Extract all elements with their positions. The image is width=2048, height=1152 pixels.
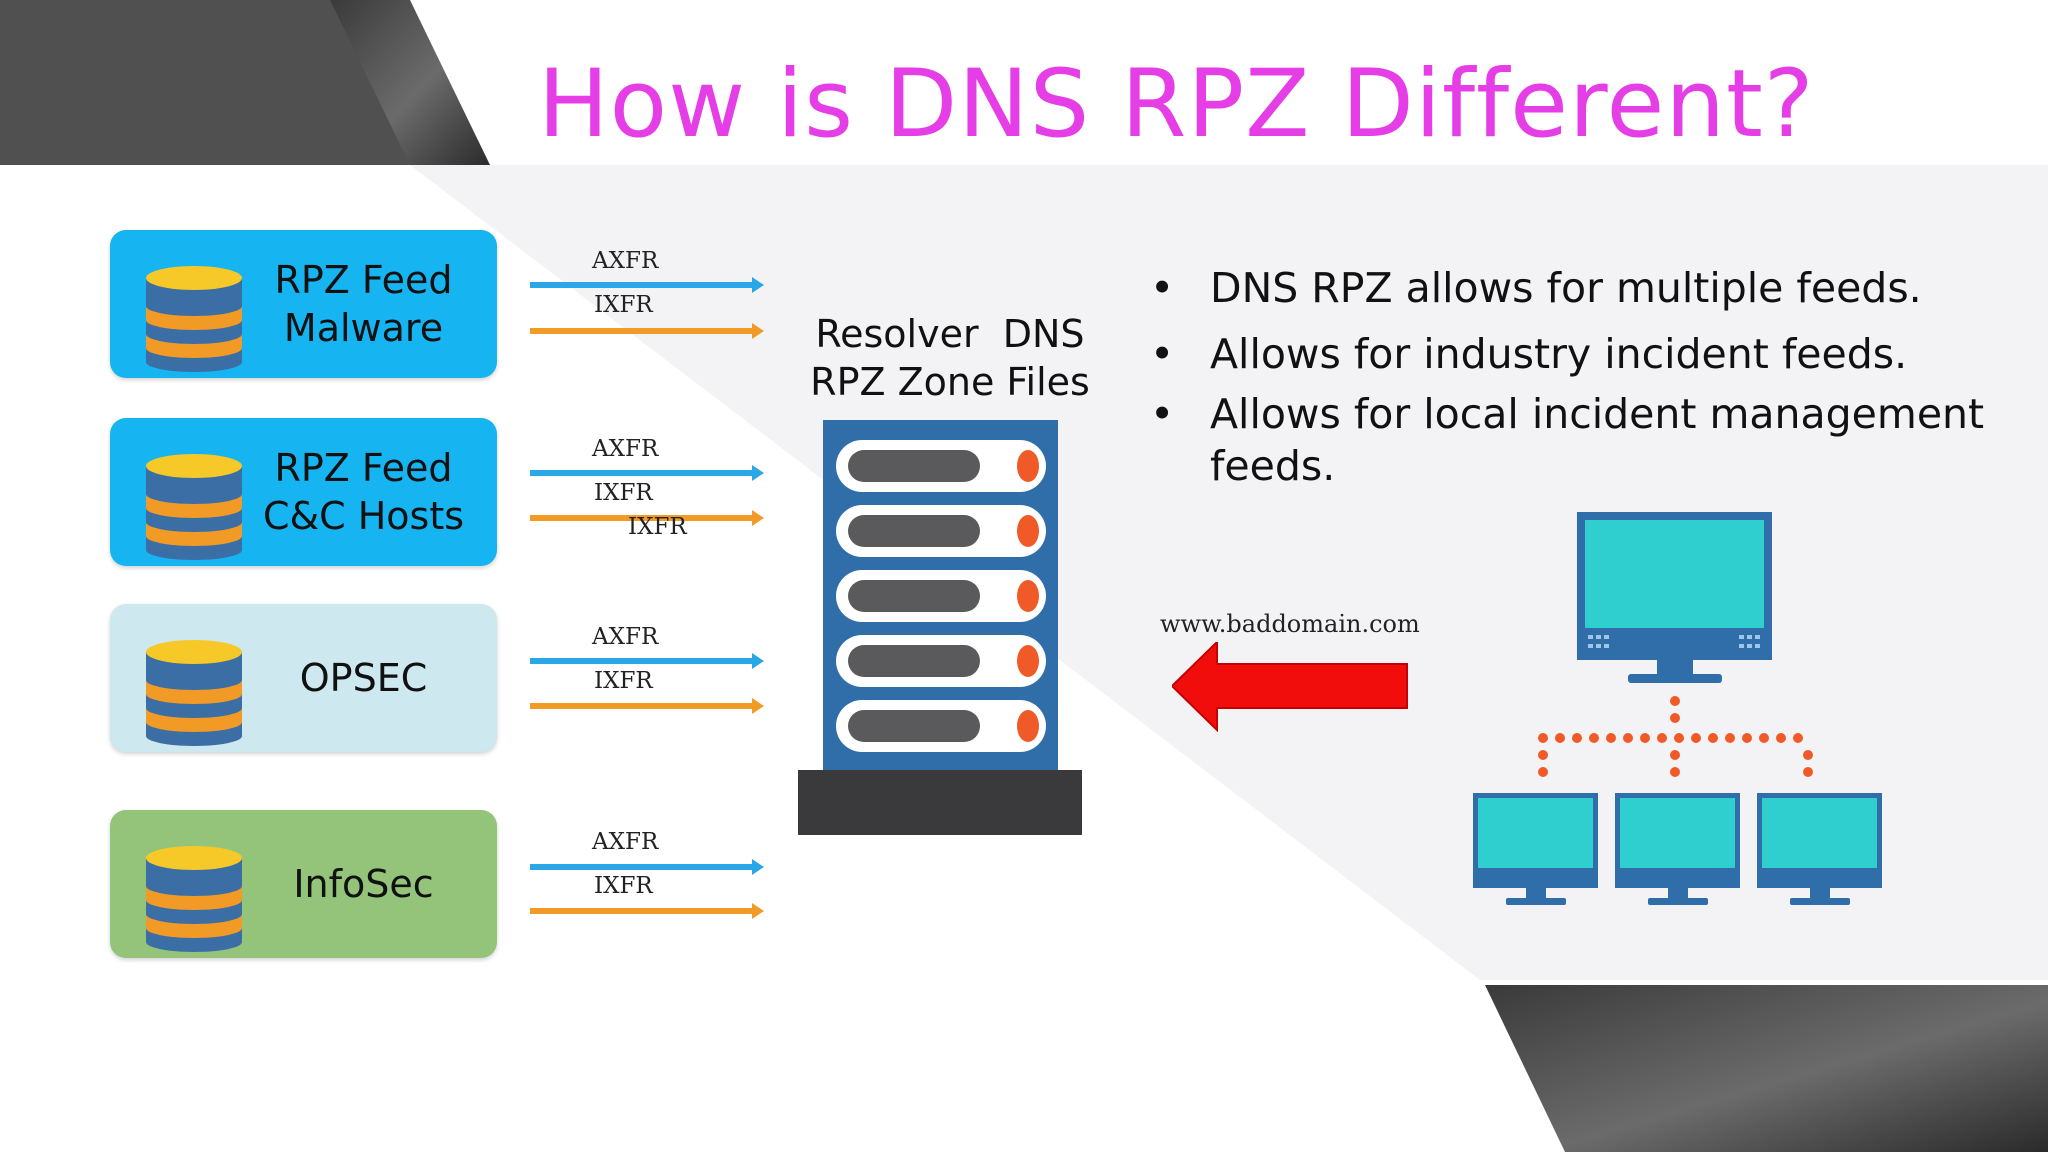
bullet-item: DNS RPZ allows for multiple feeds.	[1150, 262, 2048, 314]
database-icon	[146, 846, 242, 952]
ixfr-label: IXFR	[594, 668, 653, 694]
feed-box-opsec: OPSEC	[110, 604, 497, 752]
top-left-stripe	[330, 0, 490, 165]
axfr-label: AXFR	[592, 248, 659, 274]
resolver-label-line2: RPZ Zone Files	[810, 360, 1090, 404]
ixfr-label: IXFR	[594, 873, 653, 899]
server-unit	[836, 635, 1046, 687]
main-monitor-icon	[1577, 512, 1772, 683]
feed-label: RPZ Feed Malware	[274, 258, 453, 350]
axfr-label: AXFR	[592, 829, 659, 855]
server-base	[798, 770, 1082, 835]
bullet-list: DNS RPZ allows for multiple feeds. Allow…	[1150, 262, 2048, 492]
axfr-label: AXFR	[592, 624, 659, 650]
feed-box-infosec: InfoSec	[110, 810, 497, 958]
bottom-right-corner-block	[1485, 985, 2048, 1152]
query-domain-label: www.baddomain.com	[1160, 610, 1420, 638]
server-unit	[836, 440, 1046, 492]
network-links	[1538, 696, 1813, 777]
feed-box-rpz-malware: RPZ Feed Malware	[110, 230, 497, 378]
network-diagram	[1473, 512, 1882, 905]
resolver-label-line1: Resolver DNS	[815, 312, 1085, 356]
database-icon	[146, 266, 242, 372]
bullet-item: Allows for local incident management fee…	[1150, 388, 2048, 492]
client-monitor-icon	[1473, 793, 1598, 905]
query-arrow-icon	[1172, 642, 1408, 732]
database-icon	[146, 640, 242, 746]
axfr-label: AXFR	[592, 436, 659, 462]
server-rack-icon	[798, 420, 1082, 835]
feed-label: OPSEC	[299, 656, 428, 700]
resolver-label: Resolver DNS RPZ Zone Files	[800, 310, 1100, 406]
feed-label: RPZ Feed C&C Hosts	[262, 446, 465, 538]
top-left-corner-block	[0, 0, 410, 165]
bullet-item: Allows for industry incident feeds.	[1150, 328, 2048, 380]
client-monitor-icon	[1615, 793, 1740, 905]
feed-label: InfoSec	[293, 862, 434, 906]
ixfr-label: IXFR	[628, 514, 687, 540]
server-unit	[836, 570, 1046, 622]
server-unit	[836, 700, 1046, 752]
server-unit	[836, 505, 1046, 557]
ixfr-label: IXFR	[594, 480, 653, 506]
slide-title: How is DNS RPZ Different?	[538, 50, 1815, 159]
ixfr-label: IXFR	[594, 292, 653, 318]
client-monitor-icon	[1757, 793, 1882, 905]
database-icon	[146, 454, 242, 560]
feed-box-rpz-cc-hosts: RPZ Feed C&C Hosts	[110, 418, 497, 566]
